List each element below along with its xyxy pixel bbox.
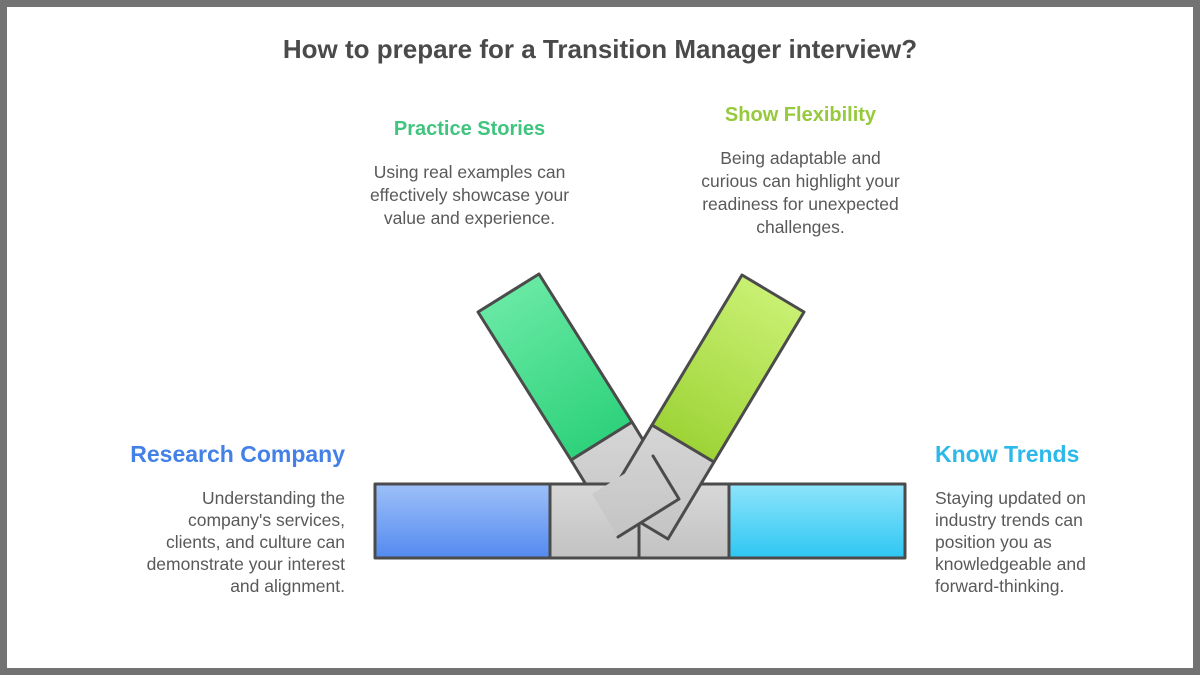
diagonal-bar-right-lime — [650, 273, 806, 464]
diagonal-bar-left-tip-overlay — [592, 454, 681, 539]
bar-segment-cyan — [727, 482, 907, 560]
section-know-trends: Know Trends Staying updated on industry … — [935, 441, 1115, 597]
diagonal-bar-left-green — [476, 272, 634, 462]
show-flexibility-heading: Show Flexibility — [724, 104, 877, 126]
practice-stories-heading: Practice Stories — [393, 118, 546, 140]
section-practice-stories: Practice Stories Using real examples can… — [352, 118, 587, 230]
section-research-company: Research Company Understanding the compa… — [125, 441, 345, 597]
know-trends-body: Staying updated on industry trends can p… — [935, 488, 1086, 596]
show-flexibility-body: Being adaptable and curious can highligh… — [701, 148, 900, 237]
know-trends-heading: Know Trends — [935, 441, 1080, 467]
practice-stories-body: Using real examples can effectively show… — [369, 162, 570, 228]
page-title: How to prepare for a Transition Manager … — [282, 34, 918, 64]
research-company-heading: Research Company — [130, 441, 345, 467]
bar-segment-blue — [373, 482, 552, 560]
section-show-flexibility: Show Flexibility Being adaptable and cur… — [688, 104, 913, 239]
research-company-body: Understanding the company's services, cl… — [146, 488, 345, 596]
